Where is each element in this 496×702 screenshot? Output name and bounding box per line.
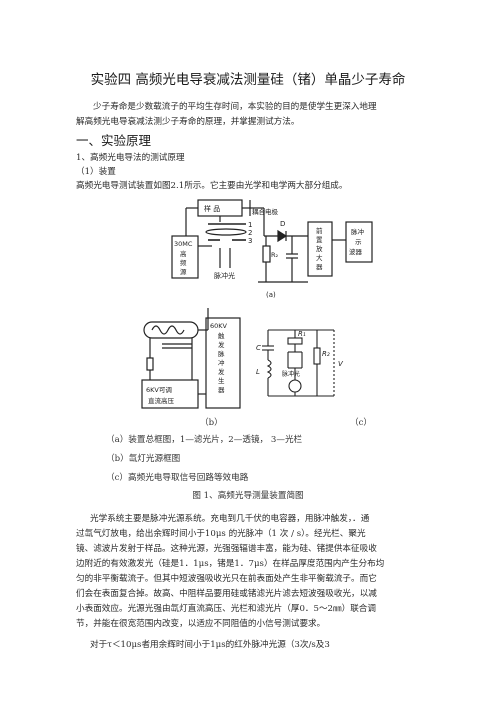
legend-c: （c）高频光电导取信号回路等效电路 [106,473,249,483]
marker-1: 1 [248,221,252,229]
psu-l2: 直流高压 [148,396,175,405]
intro-line-1: 少子寿命是少数载流子的平均生存时间，本实验的目的是使学生更深入地理 [93,102,377,112]
para-2-line-2: 过氙气灯放电，给出余辉时间小于10μs 的光脉冲（1 次 / s）。经光栏、聚光 [76,529,366,539]
trigger-l6: 发 [218,367,225,376]
pulse-light-c-label: 脉冲光 [282,370,300,378]
preamp-box [307,221,333,277]
diode-label: D [280,220,285,228]
para-2-line-6: 们会在表面复合掉。故高、中阻样品要用硅或锗滤光片滤去短波强吸收光，以减 [76,589,377,599]
figure-c-equivalent-circuit: C L R₁ R₂ V 脉冲光 [256,329,344,397]
para-3-line-1: 对于τ＜10μs者用余辉时间小于1μs的红外脉冲光源（3次/s及3 [90,640,330,650]
osc-l4: 源 [180,267,187,276]
v-label: V [338,360,344,368]
subsection-heading: 1、高频光电导法的测试原理 [76,153,185,163]
scope-box [345,221,373,263]
trigger-l1: 60KV [210,322,228,330]
coupling-label: 耦合电极 [252,207,279,216]
pulse-light-label: 脉冲光 [214,271,235,280]
fig-c-label: （c） [350,418,373,428]
para-2-line-3: 镜、滤波片发射于样品。这种光源，光强强辐谱丰富，能为硅、锗提供本征吸收 [76,544,377,554]
para-2-line-1: 光学系统主要是脉冲光源系统。充电到几千伏的电容器，用脉冲触发，．通 [90,514,370,524]
figure-b-xenon-source: 60KV 触 发 脉 冲 发 生 器 6KV可调 直流高压 [141,308,241,409]
oscillator-box [171,235,199,279]
osc-l1: 30MC [174,240,193,248]
section-heading: 一、实验原理 [76,133,152,148]
para-2-line-8: 节，并能在很宽范围内改变，以适应不同阻值的小信号测试要求。 [76,619,326,629]
trigger-l4: 脉 [218,349,225,358]
para-2-line-4: 边附近的有效激发光（硅是1．1μs，锗是1．7μs）在样品厚度范围内产生分布均 [76,559,385,569]
subsubsection-heading: （1）装置 [76,167,116,177]
c-label: C [256,344,261,352]
legend-a: （a）装置总框图，1—滤光片，2—透镜， 3—光栏 [106,435,303,445]
fig-b-label: （b） [200,418,223,428]
legend-b: （b）氙灯光源框图 [106,454,181,464]
r1-label: R₁ [298,330,306,338]
para-2-line-7: 小表面效应。光源光强由氙灯直流高压、光栏和滤光片（厚0．5～2㎜）联合调 [76,604,376,614]
scope-l1: 脉冲 [351,227,365,236]
figure-a-block-diagram: 样 品 耦合电极 1 2 3 30MC 高 频 源 脉冲光 D R₂ 前 置 放… [171,199,373,299]
r2c-label: R₂ [322,350,330,358]
marker-2: 2 [248,229,252,237]
trigger-l7: 生 [218,376,225,385]
r2-label: R₂ [271,251,279,259]
psu-l1: 6KV可调 [146,385,172,394]
trigger-l5: 冲 [218,358,225,367]
trigger-l8: 器 [218,386,225,394]
page-title: 实验四 高频光电导衰减法测量硅（锗）单晶少子寿命 [90,72,406,88]
preamp-l5: 器 [316,263,323,271]
scope-l3: 波器 [349,247,363,256]
trigger-l3: 发 [218,340,225,349]
preamp-l3: 放 [316,244,323,253]
preamp-l1: 前 [316,226,323,235]
trigger-box [205,317,241,409]
preamp-l4: 大 [316,253,323,262]
sample-label: 样 品 [204,204,220,213]
marker-3: 3 [248,237,252,245]
paragraph-apparatus: 高频光电导测试装置如图2.1所示。它主要由光学和电学两大部分组成。 [76,181,348,191]
trigger-l2: 触 [218,331,225,340]
osc-l3: 频 [180,258,187,267]
preamp-l2: 置 [316,236,323,244]
l-label: L [256,368,260,376]
scope-l2: 示 [355,238,362,246]
intro-line-2: 解高频光电导衰减法测少子寿命的原理，并掌握测试方法。 [76,117,300,127]
para-2-line-5: 匀的非平衡载流子。但其中短波强吸收光只在前表面处产生非平衡载流子。而它 [76,574,377,584]
figure-caption: 图 1、高频光导测量装置简图 [192,491,304,501]
osc-l2: 高 [180,249,187,258]
fig-a-label: (a) [266,291,276,299]
